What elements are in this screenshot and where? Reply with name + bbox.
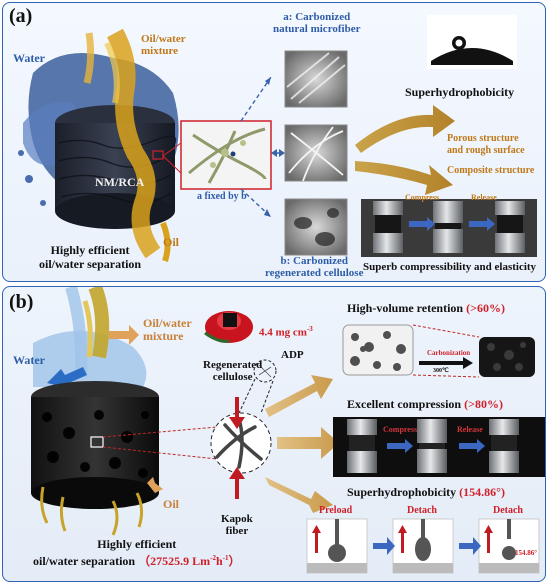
panel-b-graphics: [31, 287, 545, 574]
release-label-a: Release: [471, 193, 497, 202]
separation-label-b: Highly efficient oil/water separation （2…: [33, 537, 241, 568]
carbonization-label: Carbonization: [427, 349, 471, 357]
material-label: NM/RCA: [95, 175, 145, 189]
panel-a-label: (a): [9, 5, 33, 27]
preload-label: Preload: [319, 505, 353, 516]
composite-label: Composite structure: [447, 165, 535, 176]
density-label: 4.4 mg cm-3: [259, 325, 313, 339]
adp-label: ADP: [281, 349, 304, 361]
oil-stream: [106, 28, 161, 259]
detach-label-2: Detach: [493, 505, 523, 516]
panel-a-graphics: [18, 15, 537, 262]
panel-b-label: (b): [9, 291, 34, 313]
oil-stream-b: [88, 287, 110, 359]
compressibility-label: Superb compressibility and elasticity: [363, 261, 537, 273]
superhydrophobicity-label-b: Superhydrophobicity (154.86°): [347, 485, 505, 499]
water-label-b: Water: [13, 353, 45, 367]
release-label-b: Release: [457, 425, 483, 434]
water-label: Water: [13, 51, 45, 65]
angle-label: 154.86°: [515, 549, 538, 557]
compress-label-a: Compress: [405, 193, 440, 202]
excellent-compression-label: Excellent compression (>80%): [347, 397, 503, 411]
temperature-label: 300℃: [433, 368, 449, 374]
oil-label-b: Oil: [163, 497, 180, 511]
fixed-by-label: a fixed by b: [197, 191, 247, 202]
detach-label-1: Detach: [407, 505, 437, 516]
superhydrophobicity-label: Superhydrophobicity: [405, 85, 515, 99]
volume-retention-label: High-volume retention (>60%): [347, 301, 505, 315]
oil-label: Oil: [163, 235, 180, 249]
compress-label-b: Compress: [383, 425, 418, 434]
